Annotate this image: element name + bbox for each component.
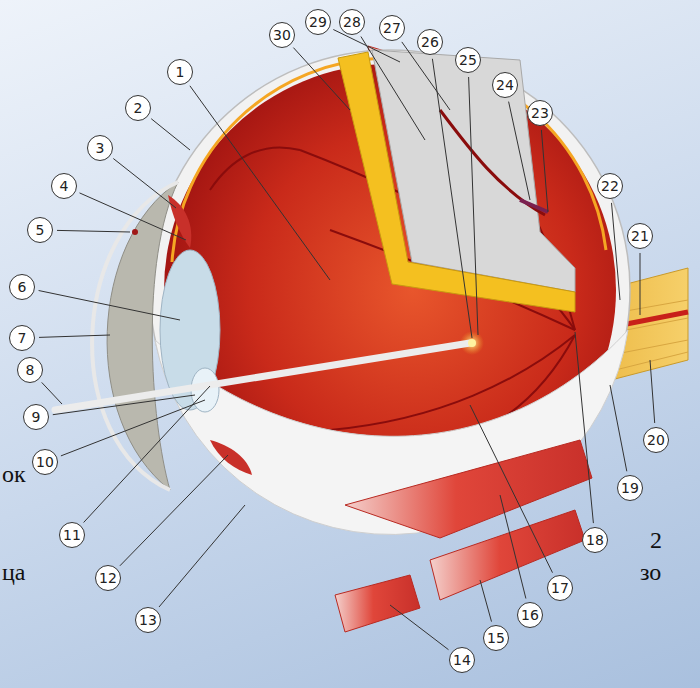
leader-line bbox=[640, 253, 641, 315]
callout-circle: 14 bbox=[449, 647, 475, 673]
slide-text-fragment: зо bbox=[640, 560, 661, 584]
callout-circle: 24 bbox=[492, 72, 518, 98]
callout-circle: 23 bbox=[527, 100, 553, 126]
callout-circle: 25 bbox=[455, 47, 481, 73]
callout-number: 15 bbox=[487, 631, 505, 645]
callout-circle: 18 bbox=[582, 527, 608, 553]
leader-line bbox=[120, 455, 228, 566]
leader-line bbox=[469, 77, 478, 335]
callout-number: 11 bbox=[63, 528, 81, 542]
callout-circle: 2 bbox=[125, 95, 151, 121]
slide-text-fragment: 2 bbox=[650, 528, 662, 552]
callout-number: 8 bbox=[26, 363, 35, 377]
callout-number: 29 bbox=[309, 15, 327, 29]
leader-line bbox=[432, 59, 472, 338]
leader-line bbox=[480, 580, 492, 622]
callout-number: 1 bbox=[176, 65, 185, 79]
callout-number: 5 bbox=[36, 223, 45, 237]
callout-number: 10 bbox=[36, 455, 54, 469]
leader-line bbox=[42, 382, 62, 404]
callout-number: 6 bbox=[18, 280, 27, 294]
callout-circle: 29 bbox=[305, 9, 331, 35]
callout-number: 13 bbox=[139, 613, 157, 627]
callout-number: 2 bbox=[134, 101, 143, 115]
callout-circle: 4 bbox=[51, 173, 77, 199]
callout-number: 20 bbox=[647, 433, 665, 447]
callout-circle: 27 bbox=[379, 15, 405, 41]
callout-circle: 6 bbox=[9, 274, 35, 300]
leader-line bbox=[57, 230, 130, 232]
callout-number: 9 bbox=[32, 410, 41, 424]
leader-line bbox=[39, 335, 110, 337]
callout-circle: 1 bbox=[167, 59, 193, 85]
callout-circle: 9 bbox=[23, 404, 49, 430]
leader-line bbox=[612, 203, 621, 300]
leader-line bbox=[293, 48, 350, 110]
leader-line bbox=[575, 332, 593, 523]
leader-line bbox=[113, 159, 176, 209]
leader-line bbox=[190, 86, 330, 280]
callout-number: 3 bbox=[96, 141, 105, 155]
slide-text-fragment: ок bbox=[2, 462, 26, 486]
leader-line bbox=[84, 386, 210, 523]
callout-circle: 5 bbox=[27, 217, 53, 243]
leader-line bbox=[470, 405, 553, 573]
leader-line bbox=[610, 385, 627, 471]
callout-circle: 20 bbox=[643, 427, 669, 453]
leader-line bbox=[541, 130, 548, 212]
callout-number: 21 bbox=[631, 229, 649, 243]
callout-circle: 19 bbox=[617, 475, 643, 501]
callout-number: 17 bbox=[551, 581, 569, 595]
callout-circle: 11 bbox=[59, 522, 85, 548]
callout-number: 7 bbox=[18, 331, 27, 345]
callout-number: 22 bbox=[601, 179, 619, 193]
callout-circle: 12 bbox=[95, 565, 121, 591]
callout-circle: 26 bbox=[417, 29, 443, 55]
leader-line bbox=[390, 605, 449, 650]
callout-number: 24 bbox=[496, 78, 514, 92]
callout-number: 16 bbox=[521, 608, 539, 622]
callout-circle: 7 bbox=[9, 325, 35, 351]
callout-circle: 15 bbox=[483, 625, 509, 651]
leader-line bbox=[61, 400, 205, 456]
callout-circle: 10 bbox=[32, 449, 58, 475]
callout-circle: 8 bbox=[17, 357, 43, 383]
callout-circle: 28 bbox=[339, 9, 365, 35]
callout-number: 14 bbox=[453, 653, 471, 667]
callout-circle: 22 bbox=[597, 173, 623, 199]
callout-number: 19 bbox=[621, 481, 639, 495]
callout-number: 18 bbox=[586, 533, 604, 547]
leader-line bbox=[80, 193, 187, 240]
callout-circle: 21 bbox=[627, 223, 653, 249]
callout-number: 28 bbox=[343, 15, 361, 29]
callout-number: 12 bbox=[99, 571, 117, 585]
callout-number: 26 bbox=[421, 35, 439, 49]
leader-line bbox=[361, 37, 425, 141]
callout-number: 25 bbox=[459, 53, 477, 67]
callout-circle: 13 bbox=[135, 607, 161, 633]
leader-line bbox=[650, 360, 655, 423]
callout-number: 4 bbox=[60, 179, 69, 193]
callout-number: 30 bbox=[273, 28, 291, 42]
callout-circle: 17 bbox=[547, 575, 573, 601]
slide-text-fragment: ца bbox=[2, 560, 26, 584]
callout-circle: 3 bbox=[87, 135, 113, 161]
callout-number: 23 bbox=[531, 106, 549, 120]
leader-line bbox=[159, 505, 245, 607]
callout-circle: 16 bbox=[517, 602, 543, 628]
callout-circle: 30 bbox=[269, 22, 295, 48]
leader-line bbox=[39, 291, 180, 321]
leader-line bbox=[151, 119, 190, 150]
callout-number: 27 bbox=[383, 21, 401, 35]
